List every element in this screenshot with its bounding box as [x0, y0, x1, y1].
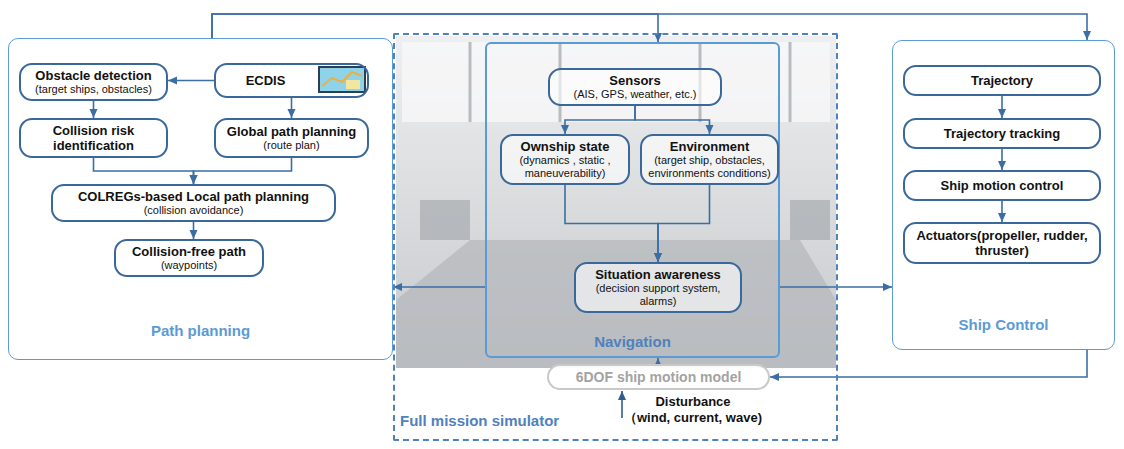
connector-arrow — [635, 106, 710, 134]
console-screen — [790, 200, 830, 240]
box-subtitle: (dynamics , static , maneuverability) — [508, 154, 622, 180]
box-title: ECDIS — [246, 73, 286, 88]
simulator-region: Full mission simulatorNavigationSensors(… — [393, 33, 838, 441]
box-title: Environment — [670, 139, 749, 154]
box-title: Situation awareness — [595, 267, 721, 282]
box-title: Ownship state — [521, 139, 610, 154]
process-box: Actuators(propeller, rudder, thruster) — [903, 222, 1101, 264]
connector-arrow — [770, 350, 1087, 377]
box-title: Collision-free path — [132, 244, 246, 259]
connector-arrow — [658, 185, 710, 262]
window-frame — [470, 42, 790, 122]
process-box: Environment(target ship, obstacles, envi… — [640, 134, 779, 185]
panel: Ship Control TrajectoryTrajectory trackin… — [892, 40, 1115, 350]
connector-arrow — [194, 158, 292, 184]
box-title: Trajectory — [971, 73, 1033, 88]
connector-arrow — [565, 106, 635, 134]
connector-arrow — [212, 14, 1087, 40]
connector-arrow — [93, 101, 95, 118]
console-screen — [420, 200, 470, 240]
connector-arrow — [393, 286, 485, 288]
bridge-window — [402, 42, 830, 122]
motion-model-box: 6DOF ship motion model — [547, 364, 770, 390]
process-box: Collision risk identification — [19, 118, 168, 158]
disturbance-arrow — [621, 391, 623, 418]
connector-arrow — [193, 222, 195, 239]
connector-arrow — [291, 98, 293, 118]
panel-title: Ship Control — [893, 316, 1114, 333]
box-title: Obstacle detection — [35, 68, 151, 83]
box-subtitle: (target ship, obstacles, environments co… — [648, 154, 771, 180]
box-title: Sensors — [609, 73, 660, 88]
process-box: Sensors(AIS, GPS, weather, etc.) — [548, 68, 722, 106]
disturbance-label: （wind, current, wave) — [618, 410, 768, 425]
box-subtitle: (collision avoidance) — [144, 204, 244, 217]
box-title: 6DOF ship motion model — [576, 369, 742, 385]
ecdis-icon — [318, 66, 366, 93]
process-box: Global path planning(route plan) — [214, 118, 369, 158]
connector-arrow — [780, 286, 892, 288]
box-title: Trajectory tracking — [944, 126, 1060, 141]
connector-arrow — [565, 185, 658, 262]
bridge-photo — [396, 36, 836, 368]
panel-title: Navigation — [487, 333, 778, 350]
box-subtitle: (waypoints) — [161, 259, 217, 272]
bridge-console — [396, 240, 836, 368]
process-box: Situation awareness(decision support sys… — [574, 262, 742, 313]
box-subtitle: (target ships, obstacles) — [35, 83, 152, 96]
connector-arrow — [1001, 96, 1003, 118]
panel: Path planning Obstacle detection(target s… — [8, 38, 393, 360]
process-box: Ownship state(dynamics , static , maneuv… — [500, 134, 630, 185]
connector-arrow — [1001, 149, 1003, 170]
box-subtitle: (AIS, GPS, weather, etc.) — [574, 88, 697, 101]
process-box: Collision-free path(waypoints) — [114, 239, 264, 277]
connector-arrow — [1001, 201, 1003, 222]
box-subtitle: (decision support system, alarms) — [582, 282, 734, 308]
box-title: Actuators(propeller, rudder, thruster) — [911, 228, 1093, 258]
process-box: Obstacle detection(target ships, obstacl… — [19, 63, 168, 101]
box-subtitle: (route plan) — [263, 139, 319, 152]
box-title: Global path planning — [227, 124, 356, 139]
process-box: COLREGs-based Local path planning(collis… — [51, 184, 336, 222]
box-title: COLREGs-based Local path planning — [78, 189, 309, 204]
box-title: Ship motion control — [941, 178, 1064, 193]
process-box: Trajectory — [903, 65, 1101, 96]
process-box: Trajectory tracking — [903, 118, 1101, 149]
process-box: Ship motion control — [903, 170, 1101, 201]
connector-arrow — [168, 80, 214, 82]
box-title: Collision risk identification — [27, 123, 160, 153]
connector-arrow — [94, 158, 194, 184]
panel-title: Path planning — [9, 322, 392, 339]
disturbance-label: Disturbance — [618, 394, 768, 409]
process-box: ECDIS — [214, 63, 369, 98]
panel-title: Full mission simulator — [400, 412, 559, 429]
navigation-panel: Navigation Sensors(AIS, GPS, weather, etc… — [485, 42, 780, 358]
